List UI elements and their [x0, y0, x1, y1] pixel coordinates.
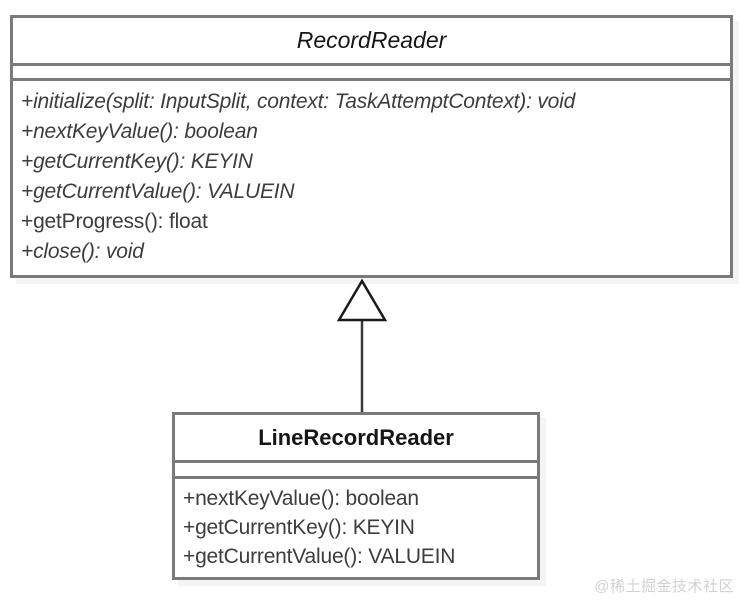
- operation-row: +nextKeyValue(): boolean: [183, 487, 419, 510]
- attributes-compartment-record-reader: [13, 66, 730, 81]
- attributes-compartment-line-record-reader: [175, 463, 537, 479]
- operation-row: +getCurrentValue(): VALUEIN: [183, 545, 456, 568]
- operation-row: +initialize(split: InputSplit, context: …: [21, 90, 576, 113]
- uml-class-record-reader[interactable]: RecordReader +initialize(split: InputSpl…: [10, 15, 733, 278]
- operation-row: +getCurrentKey(): KEYIN: [21, 150, 253, 173]
- operations-compartment-line-record-reader: +nextKeyValue(): boolean +getCurrentKey(…: [175, 479, 537, 571]
- operation-row: +nextKeyValue(): boolean: [21, 120, 258, 143]
- operation-row: +getCurrentValue(): VALUEIN: [21, 180, 295, 203]
- hollow-triangle-icon: [336, 278, 388, 322]
- operation-row: +getProgress(): float: [21, 210, 208, 233]
- class-name-line-record-reader: LineRecordReader: [175, 415, 537, 463]
- operation-row: +getCurrentKey(): KEYIN: [183, 516, 415, 539]
- class-name-record-reader: RecordReader: [13, 18, 730, 66]
- operation-row: +close(): void: [21, 240, 144, 263]
- operations-compartment-record-reader: +initialize(split: InputSplit, context: …: [13, 81, 730, 267]
- uml-class-line-record-reader[interactable]: LineRecordReader +nextKeyValue(): boolea…: [172, 412, 540, 580]
- watermark-label: @稀土掘金技术社区: [594, 578, 734, 595]
